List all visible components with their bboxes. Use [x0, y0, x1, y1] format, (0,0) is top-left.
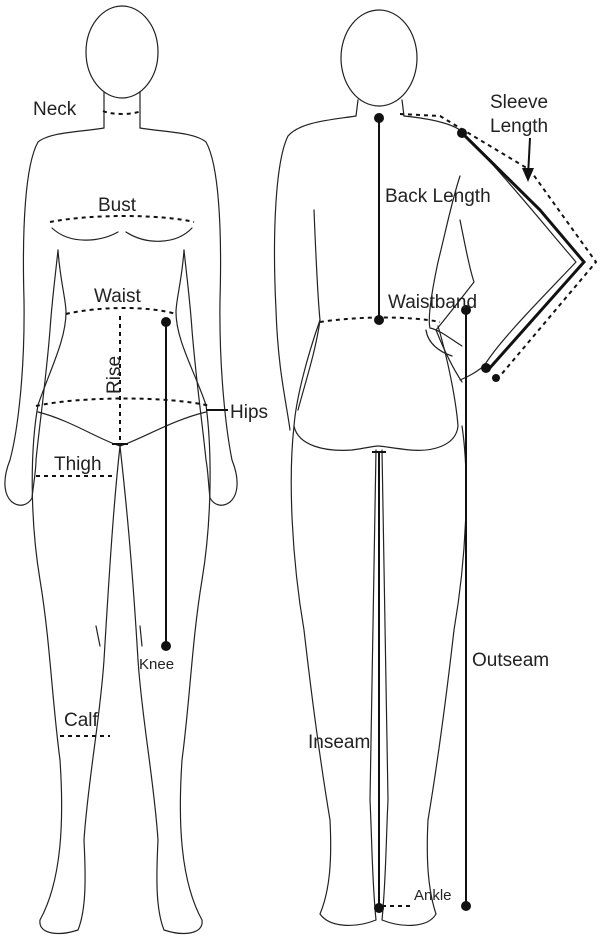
front-body-right [139, 127, 238, 506]
bust-line [49, 215, 195, 223]
sleeve-pointer-arrowhead [522, 168, 534, 182]
back-hand [425, 327, 463, 357]
sleeve-length-start-dot [457, 128, 467, 138]
back-head [340, 9, 418, 107]
waist-label: Waist [94, 286, 142, 307]
back-figure [273, 9, 598, 926]
back-briefs [293, 319, 459, 451]
front-legs [31, 404, 211, 935]
front-bust-curve [51, 227, 193, 242]
waistband-label: Waistband [388, 292, 477, 313]
knee-label: Knee [139, 656, 174, 673]
sleeve-length-label-line2: Length [490, 116, 548, 137]
sleeve-length-label-line1: Sleeve [490, 92, 548, 113]
sleeve-length-line [460, 131, 586, 371]
rise-label: Rise [104, 356, 125, 394]
inseam-label: Inseam [308, 732, 370, 753]
front-figure [4, 5, 238, 935]
back-legs [290, 425, 467, 926]
bust-label: Bust [98, 195, 137, 216]
outseam-start-dot [461, 305, 471, 315]
waist-line [65, 307, 177, 315]
hips-label: Hips [230, 402, 268, 423]
ankle-label: Ankle [414, 887, 452, 904]
back-length-label: Back Length [385, 186, 491, 207]
calf-label: Calf [64, 710, 99, 731]
knee-length-start-dot [161, 317, 171, 327]
front-knee-marks [95, 625, 143, 647]
back-length-end-dot [374, 315, 384, 325]
outseam-label: Outseam [472, 650, 549, 671]
back-body-right [403, 115, 577, 383]
hips-line [35, 397, 211, 407]
outseam-end-dot [461, 901, 471, 911]
inseam-end-dot [374, 903, 384, 913]
back-length-start-dot [374, 113, 384, 123]
back-body-left [273, 115, 357, 431]
front-body-left [4, 127, 105, 506]
front-head [85, 5, 159, 99]
neck-label: Neck [33, 99, 77, 120]
neck-line [102, 110, 142, 115]
sleeve-length-outer-line [399, 113, 598, 377]
sleeve-length-end-dot [481, 363, 491, 373]
sleeve-length-end-dot-2 [492, 374, 500, 382]
front-briefs [37, 411, 207, 447]
front-torso [37, 249, 207, 406]
front-neck-outline [103, 91, 141, 129]
knee-length-end-dot [161, 641, 171, 651]
thigh-label: Thigh [54, 454, 102, 475]
